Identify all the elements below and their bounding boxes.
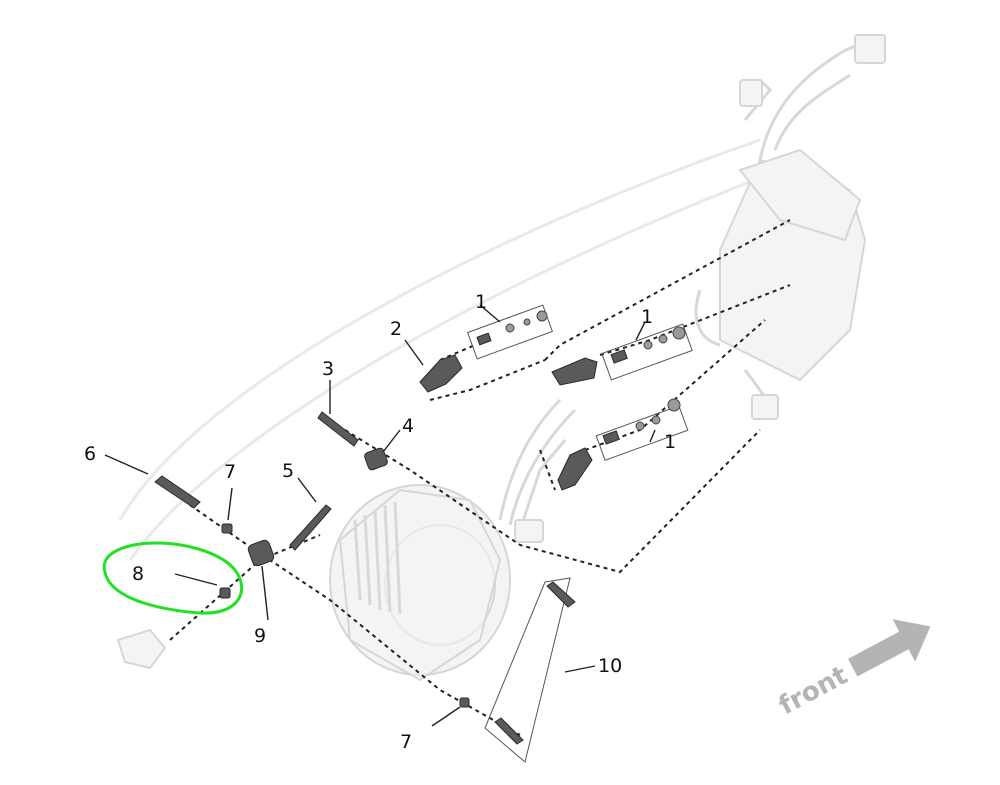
bracket-ghost <box>116 628 167 670</box>
callout-7-upper: 7 <box>224 461 236 483</box>
part-fitting-lower <box>557 447 593 491</box>
callout-6: 6 <box>84 443 96 465</box>
callout-9: 9 <box>254 625 266 647</box>
part-8-washer <box>219 587 231 599</box>
callout-4: 4 <box>402 415 414 437</box>
part-fitting-middle <box>551 357 598 386</box>
part-6-bolt <box>154 475 201 509</box>
part-1-middle-set <box>601 323 693 381</box>
part-7-lower-nut <box>459 697 470 708</box>
callout-1-middle: 1 <box>641 306 653 328</box>
part-9-bushing <box>247 539 275 567</box>
highlight-circle <box>102 541 244 615</box>
part-7-upper-nut <box>221 523 233 534</box>
controller-housing-ghost <box>694 34 886 421</box>
callout-1-lower: 1 <box>664 431 676 453</box>
callout-10: 10 <box>598 655 622 677</box>
part-1-lower-set <box>595 398 689 461</box>
part-5-bolt <box>289 504 332 551</box>
front-label: front <box>774 660 852 721</box>
callout-2: 2 <box>390 318 402 340</box>
arrow-right-icon <box>848 619 931 677</box>
callout-3: 3 <box>322 358 334 380</box>
part-2-fitting <box>419 354 463 393</box>
callout-7-lower: 7 <box>400 731 412 753</box>
part-1-upper-set <box>466 304 554 360</box>
part-10-bolt-set <box>484 577 576 763</box>
callout-8: 8 <box>132 563 144 585</box>
callout-1-upper: 1 <box>475 291 487 313</box>
part-3-bolt <box>317 411 359 447</box>
front-indicator: front <box>774 619 931 721</box>
callout-5: 5 <box>282 460 294 482</box>
part-4-sleeve <box>364 447 388 471</box>
leader-lines <box>104 304 656 727</box>
motor-ghost <box>329 398 577 682</box>
